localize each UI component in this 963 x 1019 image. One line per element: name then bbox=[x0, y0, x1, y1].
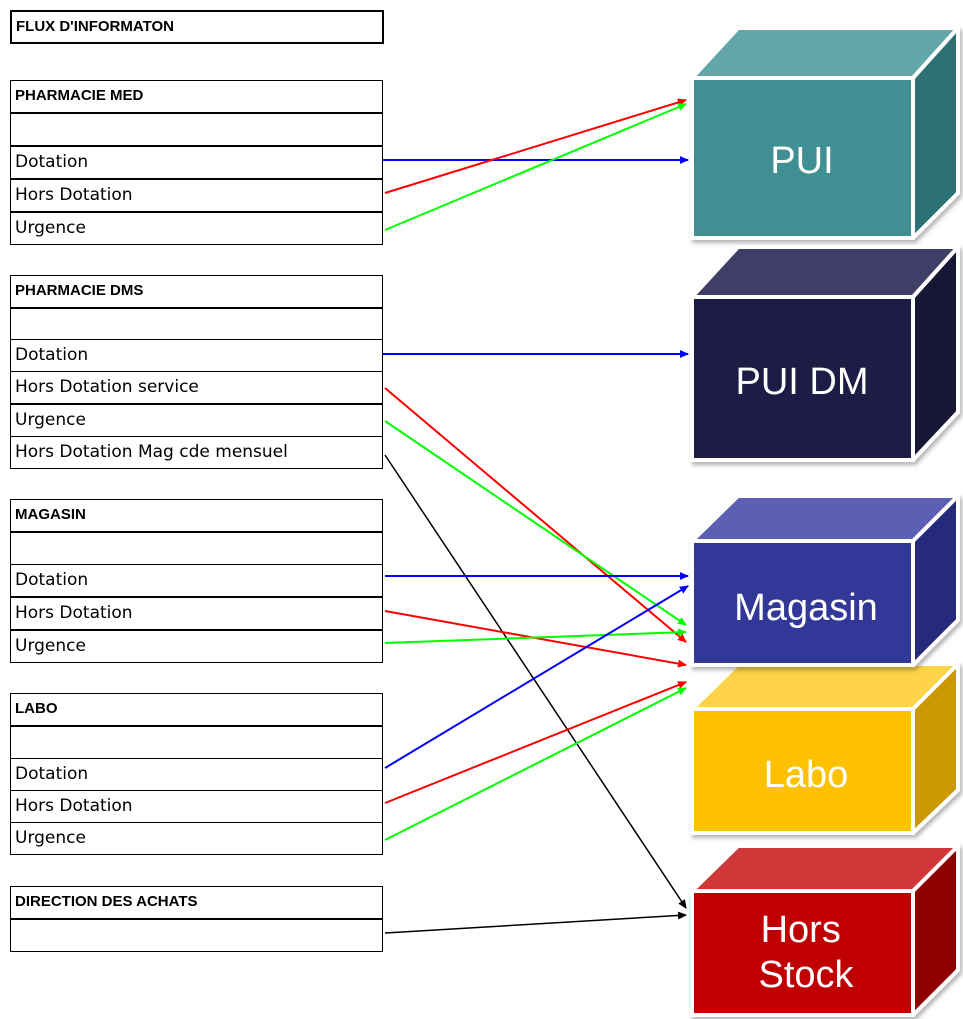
table-row: Dotation bbox=[10, 758, 383, 791]
group-header-direction-des-achats: DIRECTION DES ACHATS bbox=[10, 886, 383, 919]
table-row: Urgence bbox=[10, 212, 383, 245]
target-label-hors-stock-line2: Stock bbox=[758, 954, 854, 996]
target-label-labo: Labo bbox=[764, 754, 849, 796]
group-header-magasin: MAGASIN bbox=[10, 499, 383, 532]
target-magasin: Magasin bbox=[690, 494, 960, 667]
table-row bbox=[10, 919, 383, 952]
group-header-pharmacie-dms: PHARMACIE DMS bbox=[10, 275, 383, 308]
target-label-pui-dm: PUI DM bbox=[736, 361, 869, 403]
page-title: FLUX D'INFORMATON bbox=[10, 10, 384, 44]
table-row: Dotation bbox=[10, 146, 383, 179]
target-labo: Labo bbox=[690, 662, 960, 835]
target-hors-stock: Hors Stock bbox=[690, 844, 960, 1017]
table-row: Hors Dotation bbox=[10, 790, 383, 823]
arrow-med-hors-dotation-to-pui bbox=[384, 98, 687, 194]
arrow-direction-achats-to-hors-stock bbox=[384, 911, 687, 934]
target-label-pui: PUI bbox=[770, 140, 833, 182]
arrow-magasin-urgence-to-magasin bbox=[384, 628, 687, 644]
table-row: Urgence bbox=[10, 822, 383, 855]
arrow-dms-urgence-to-magasin bbox=[384, 420, 687, 626]
table-row bbox=[10, 113, 383, 146]
table-row: Hors Dotation bbox=[10, 597, 383, 630]
target-label-hors-stock: Hors Stock bbox=[758, 909, 854, 996]
table-row: Hors Dotation service bbox=[10, 371, 383, 404]
target-label-magasin: Magasin bbox=[734, 587, 878, 629]
table-row: Dotation bbox=[10, 564, 383, 597]
table-row bbox=[10, 308, 383, 341]
table-row bbox=[10, 532, 383, 565]
table-row: Hors Dotation Mag cde mensuel bbox=[10, 436, 383, 469]
arrow-labo-dotation-to-magasin bbox=[384, 585, 689, 769]
table-row: Dotation bbox=[10, 339, 383, 372]
table-row: Urgence bbox=[10, 630, 383, 663]
target-pui-dm: PUI DM bbox=[690, 245, 960, 462]
arrow-dms-mensuel-to-hors-stock bbox=[384, 454, 687, 909]
table-row bbox=[10, 726, 383, 759]
arrow-labo-hors-dotation-to-labo bbox=[384, 681, 687, 804]
target-label-hors-stock-line1: Hors bbox=[761, 909, 841, 951]
group-header-labo: LABO bbox=[10, 693, 383, 726]
arrow-dms-hors-dotation-to-magasin bbox=[384, 387, 687, 643]
table-row: Hors Dotation bbox=[10, 179, 383, 212]
arrow-med-urgence-to-pui bbox=[384, 103, 687, 231]
arrow-labo-urgence-to-labo bbox=[384, 687, 687, 841]
group-header-pharmacie-med: PHARMACIE MED bbox=[10, 80, 383, 113]
target-pui: PUI bbox=[690, 26, 960, 240]
